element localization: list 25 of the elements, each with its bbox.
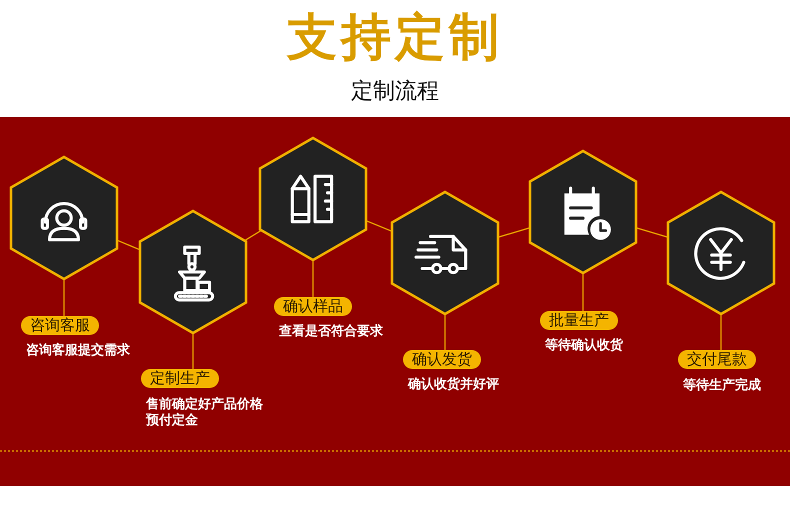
connector-line (312, 261, 314, 297)
title: 支持定制 (286, 7, 504, 68)
step-description: 售前确定好产品价格预付定金 (146, 397, 264, 429)
connector-line (116, 240, 140, 250)
step-label: 确认样品 (274, 296, 352, 316)
step-description: 咨询客服提交需求 (26, 343, 131, 359)
connector-line (244, 230, 262, 242)
connector-line (720, 315, 722, 350)
step-description: 等待生产完成 (683, 378, 762, 394)
step-description: 确认收货并好评 (408, 377, 500, 393)
connector-line (582, 274, 584, 311)
step-description: 等待确认收货 (545, 338, 624, 354)
connector-line (366, 220, 392, 232)
connector-line (444, 315, 446, 350)
step-description: 查看是否符合要求 (279, 324, 384, 340)
step-label: 交付尾款 (678, 350, 756, 368)
connector-line (636, 227, 668, 238)
connector-line (63, 280, 65, 316)
step-label: 批量生产 (540, 310, 618, 330)
connector-line (192, 334, 194, 369)
step-label: 咨询客服 (21, 316, 99, 334)
step-label: 定制生产 (141, 368, 219, 388)
subtitle: 定制流程 (350, 78, 440, 106)
step-label: 确认发货 (403, 350, 481, 368)
connector-line (498, 227, 530, 238)
